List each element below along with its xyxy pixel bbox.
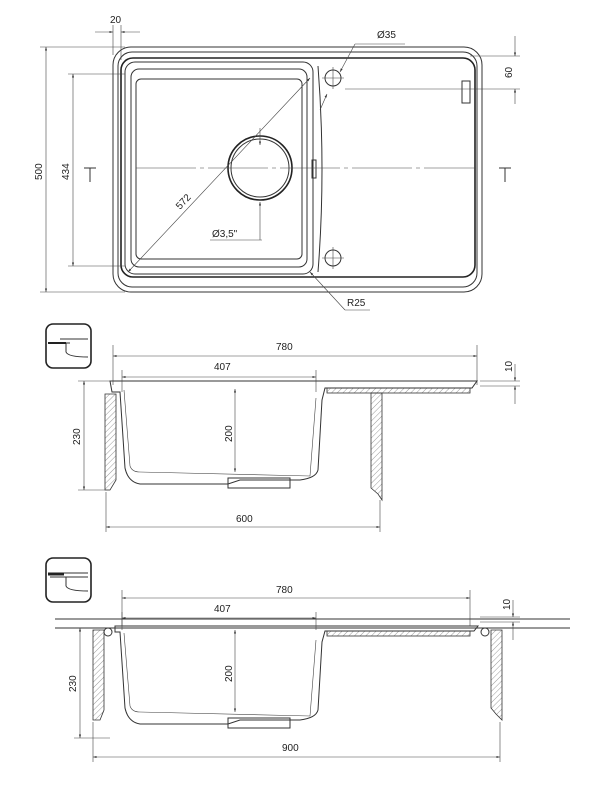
dim-diagonal: 572 <box>174 192 194 212</box>
drain-profile <box>227 477 291 489</box>
cabinet-wall-right <box>370 392 383 502</box>
dim-length: 780 <box>276 342 293 353</box>
dim-radius: R25 <box>347 298 366 309</box>
overflow-slot-drainboard <box>461 80 471 104</box>
cabinet-wall-right-top-mount <box>490 629 503 721</box>
section-marker-left <box>84 167 96 182</box>
section-top-mount: 780 407 10 230 200 900 <box>45 557 570 762</box>
sink-rim <box>117 51 478 288</box>
dim-bowl-depth: 200 <box>224 425 235 442</box>
section-marker-right <box>499 167 511 182</box>
countertop <box>55 618 570 629</box>
dim-flange: 20 <box>110 15 122 26</box>
cabinet-wall-left-top-mount <box>92 629 105 721</box>
dim-cabinet-top-mount: 900 <box>282 743 299 754</box>
sink-outline <box>112 46 483 293</box>
dim-bowl-length: 407 <box>214 362 231 373</box>
drain-profile-top-mount <box>227 717 291 729</box>
dim-bowl-width: 434 <box>61 163 72 180</box>
dim-tap-offset: 60 <box>504 66 515 78</box>
dim-tap-hole: Ø35 <box>377 30 396 41</box>
mount-type-icon-top <box>45 557 92 603</box>
sink-profile <box>109 380 478 485</box>
dim-cabinet: 600 <box>236 514 253 525</box>
section-inset-mount: 780 407 10 230 200 600 <box>45 323 520 532</box>
sink-inner-rim <box>120 57 476 278</box>
overflow-slot <box>311 159 317 179</box>
dim-rim: 10 <box>504 360 515 372</box>
sink-profile-top-mount <box>114 625 480 725</box>
dim-depth-top-mount: 230 <box>68 675 79 692</box>
dim-length-top-mount: 780 <box>276 585 293 596</box>
dim-drain: Ø3,5" <box>212 229 238 240</box>
dim-depth: 230 <box>72 428 83 445</box>
mount-type-icon-inset <box>45 323 92 369</box>
top-view: 20 500 434 60 Ø35 572 Ø3,5" R25 <box>34 15 520 311</box>
dim-bowl-length-top-mount: 407 <box>214 604 231 615</box>
bowl-divider <box>317 65 323 273</box>
cabinet-wall-left <box>104 393 117 491</box>
dim-width: 500 <box>34 163 45 180</box>
dim-rim-top-mount: 10 <box>502 598 513 610</box>
dim-bowl-depth-top-mount: 200 <box>224 665 235 682</box>
